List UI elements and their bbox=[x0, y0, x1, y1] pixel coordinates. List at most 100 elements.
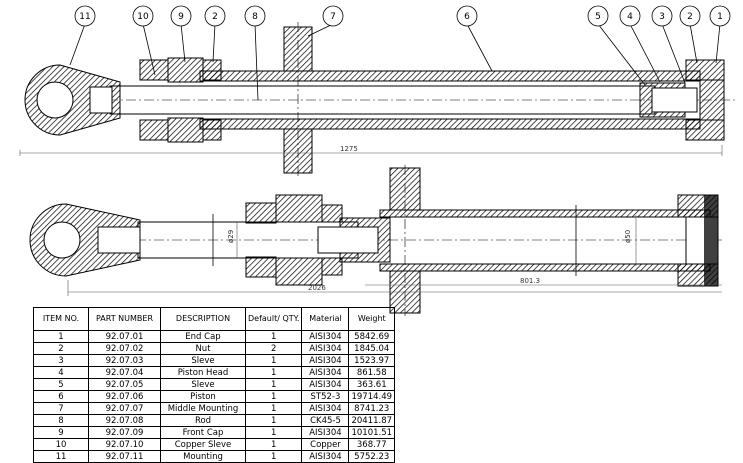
header-material: Material bbox=[301, 307, 350, 331]
cell-item: 10 bbox=[33, 438, 89, 451]
cell-qty: 1 bbox=[244, 366, 303, 379]
balloon-3 bbox=[651, 5, 673, 27]
cell-weight: 5752.23 bbox=[348, 450, 396, 463]
cell-part-number: 92.07.10 bbox=[88, 438, 161, 451]
balloon-5 bbox=[587, 5, 609, 27]
cell-weight: 363.61 bbox=[348, 378, 396, 391]
header-description: DESCRIPTION bbox=[160, 307, 246, 331]
cell-description: End Cap bbox=[160, 330, 246, 343]
balloon-label: 2 bbox=[687, 12, 693, 22]
bill-of-materials: ITEM NO. PART NUMBER DESCRIPTION Default… bbox=[33, 307, 396, 463]
header-item-no: ITEM NO. bbox=[33, 307, 89, 331]
cell-description: Middle Mounting bbox=[160, 402, 246, 415]
cell-item: 4 bbox=[33, 366, 89, 379]
balloon-9 bbox=[170, 5, 192, 27]
bottom-overall-dim: 2026 bbox=[308, 284, 326, 292]
cell-part-number: 92.07.08 bbox=[88, 414, 161, 427]
balloon-label: 8 bbox=[252, 12, 258, 22]
cell-part-number: 92.07.03 bbox=[88, 354, 161, 367]
cell-qty: 1 bbox=[244, 378, 303, 391]
cell-weight: 20411.87 bbox=[348, 414, 396, 427]
cell-part-number: 92.07.02 bbox=[88, 342, 161, 355]
cell-material: AISI304 bbox=[301, 378, 350, 391]
cell-material: CK45-5 bbox=[301, 414, 350, 427]
bottom-section-view: 2026 801.3 ø50 ø29 bbox=[29, 165, 725, 316]
cell-description: Sleve bbox=[160, 354, 246, 367]
header-part-number: PART NUMBER bbox=[88, 307, 161, 331]
balloon-label: 4 bbox=[627, 12, 633, 22]
balloon-8 bbox=[244, 5, 266, 27]
cell-weight: 861.58 bbox=[348, 366, 396, 379]
cell-material: ST52-3 bbox=[301, 390, 350, 403]
cell-item: 7 bbox=[33, 402, 89, 415]
cell-weight: 1845.04 bbox=[348, 342, 396, 355]
cell-description: Copper Sleve bbox=[160, 438, 246, 451]
cell-description: Rod bbox=[160, 414, 246, 427]
balloon-label: 6 bbox=[464, 12, 470, 22]
cell-item: 3 bbox=[33, 354, 89, 367]
cell-description: Sleve bbox=[160, 378, 246, 391]
balloon-labels: 11 10 9 2 8 7 6 5 4 3 2 1 bbox=[79, 12, 723, 22]
cell-qty: 1 bbox=[244, 450, 303, 463]
rod-dia-dim: ø29 bbox=[227, 230, 235, 243]
cell-description: Piston bbox=[160, 390, 246, 403]
balloon-6 bbox=[456, 5, 478, 27]
top-overall-dim: 1275 bbox=[340, 145, 358, 153]
balloon-label: 1 bbox=[717, 12, 723, 22]
balloon-4 bbox=[619, 5, 641, 27]
cell-item: 9 bbox=[33, 426, 89, 439]
cell-qty: 1 bbox=[244, 402, 303, 415]
cell-item: 11 bbox=[33, 450, 89, 463]
cell-part-number: 92.07.06 bbox=[88, 390, 161, 403]
cell-weight: 368.77 bbox=[348, 438, 396, 451]
cell-item: 5 bbox=[33, 378, 89, 391]
cell-material: Copper bbox=[301, 438, 350, 451]
cell-material: AISI304 bbox=[301, 426, 350, 439]
cell-part-number: 92.07.01 bbox=[88, 330, 161, 343]
bottom-stroke-dim: 801.3 bbox=[520, 277, 540, 285]
cell-item: 2 bbox=[33, 342, 89, 355]
balloon-7 bbox=[322, 5, 344, 27]
cell-item: 6 bbox=[33, 390, 89, 403]
header-qty: Default/ QTY. bbox=[244, 307, 303, 331]
cell-material: AISI304 bbox=[301, 342, 350, 355]
top-section-view: 1275 bbox=[19, 22, 735, 178]
balloon-label: 7 bbox=[330, 12, 336, 22]
cell-qty: 1 bbox=[244, 414, 303, 427]
cell-weight: 5842.69 bbox=[348, 330, 396, 343]
cell-weight: 10101.51 bbox=[348, 426, 396, 439]
cell-weight: 8741.23 bbox=[348, 402, 396, 415]
balloon-label: 11 bbox=[79, 12, 90, 22]
cell-qty: 2 bbox=[244, 342, 303, 355]
cell-material: AISI304 bbox=[301, 330, 350, 343]
cell-part-number: 92.07.05 bbox=[88, 378, 161, 391]
balloons bbox=[69, 5, 731, 101]
cell-material: AISI304 bbox=[301, 402, 350, 415]
cell-qty: 1 bbox=[244, 354, 303, 367]
cell-material: AISI304 bbox=[301, 354, 350, 367]
balloon-label: 5 bbox=[595, 12, 601, 22]
cell-part-number: 92.07.09 bbox=[88, 426, 161, 439]
cell-weight: 1523.97 bbox=[348, 354, 396, 367]
balloon-2-front bbox=[204, 5, 226, 27]
cell-part-number: 92.07.11 bbox=[88, 450, 161, 463]
balloon-11 bbox=[74, 5, 96, 27]
cell-qty: 1 bbox=[244, 390, 303, 403]
balloon-1 bbox=[709, 5, 731, 27]
cell-weight: 19714.49 bbox=[348, 390, 396, 403]
cell-description: Front Cap bbox=[160, 426, 246, 439]
cell-description: Mounting bbox=[160, 450, 246, 463]
balloon-label: 3 bbox=[659, 12, 665, 22]
cell-material: AISI304 bbox=[301, 450, 350, 463]
